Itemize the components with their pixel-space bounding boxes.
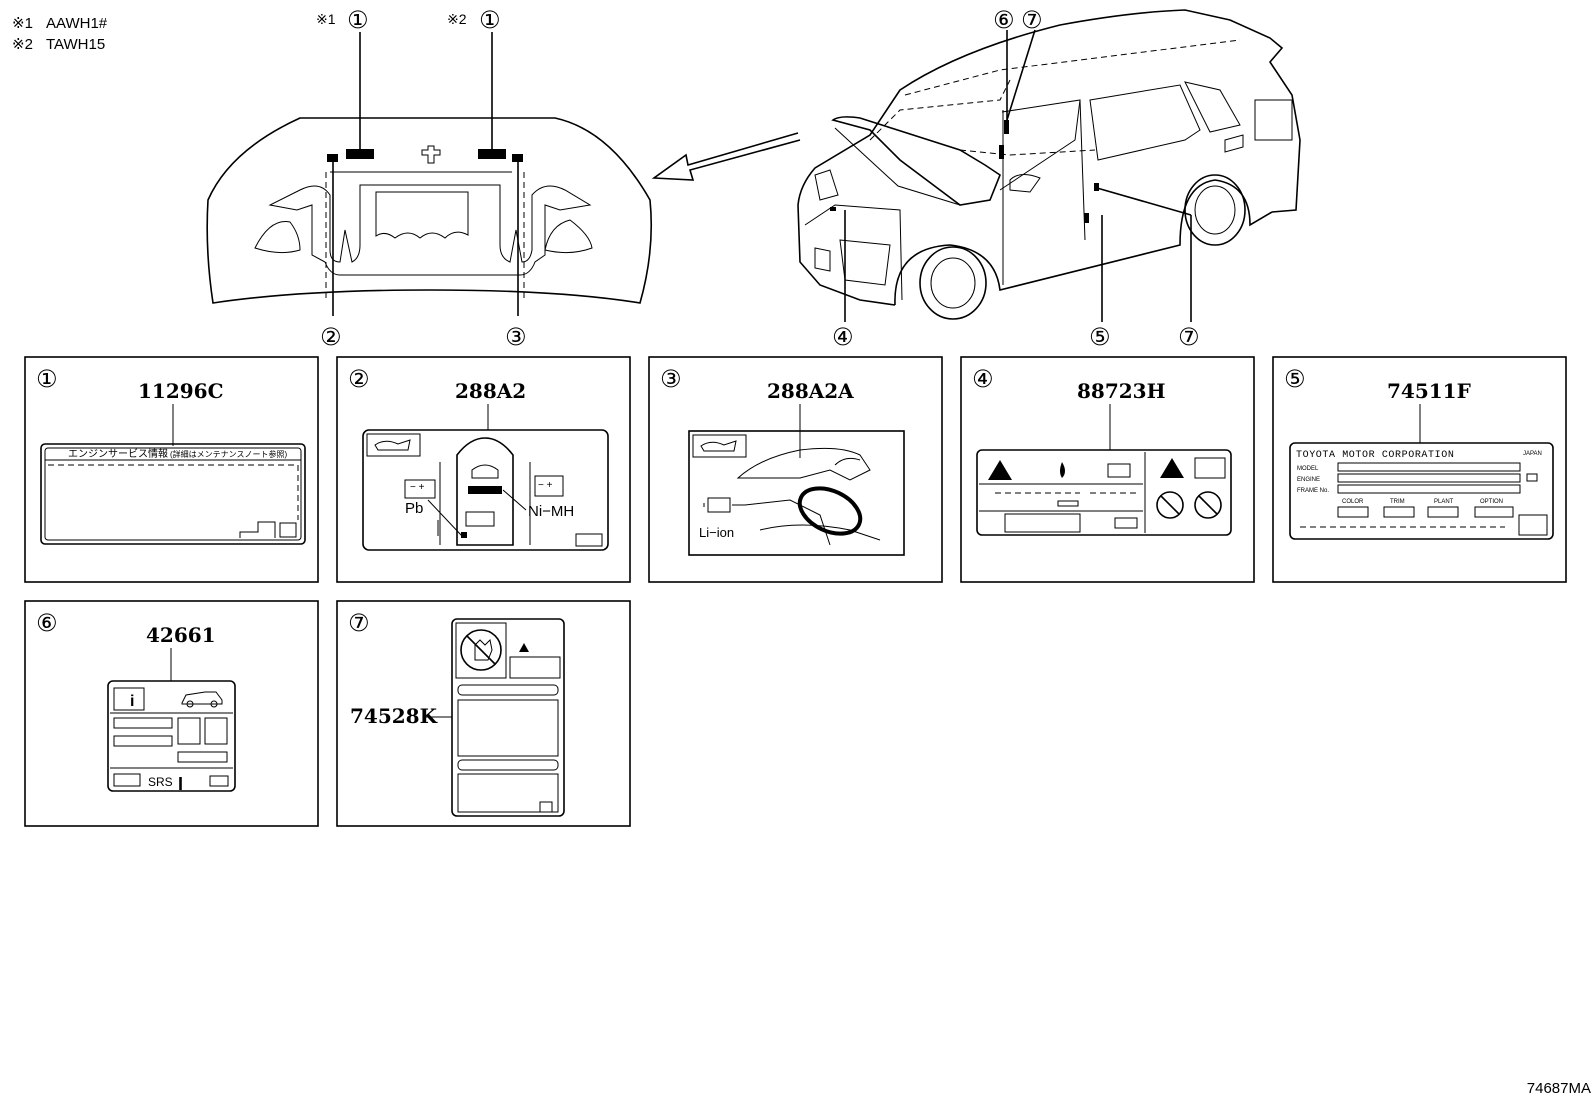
panel-3: ③ 288A2A Li−ion (648, 356, 943, 583)
panel-1-part-number: 11296C (138, 379, 224, 403)
callout-7b: ⑦ (1178, 323, 1200, 351)
svg-text:I: I (178, 774, 183, 794)
panel-1-number: ① (36, 365, 58, 393)
hood-callouts: ※1 ① ※2 ① ② ③ (316, 6, 527, 351)
panel-5-company: TOYOTA MOTOR CORPORATION (1296, 450, 1454, 461)
callout-5: ⑤ (1089, 323, 1111, 351)
panel-5-field-engine: ENGINE (1297, 477, 1320, 483)
panel-5-country: JAPAN (1523, 451, 1542, 457)
svg-text:− +: − + (410, 482, 425, 493)
panel-3-part-number: 288A2A (767, 379, 854, 403)
panel-4: ④ 88723H (960, 356, 1255, 583)
diagram-code: 74687MA (1527, 1080, 1591, 1097)
model-notes: ※1 AAWH1# ※2 TAWH15 (12, 15, 108, 53)
panel-3-number: ③ (660, 365, 682, 393)
callout-1b: ① (479, 6, 501, 34)
panel-1: ① 11296C エンジンサービス情報 (詳細はメンテナンスノート参照) (24, 356, 319, 583)
note-2-mark: ※2 (12, 36, 33, 53)
panel-5-col-option: OPTION (1480, 499, 1503, 505)
panel-6-part-number: 42661 (146, 623, 216, 647)
panel-1-label-title: エンジンサービス情報 (68, 447, 168, 460)
note-2-text: TAWH15 (46, 36, 105, 53)
vehicle-drawing (797, 9, 1301, 322)
panel-5-number: ⑤ (1284, 365, 1306, 393)
callout-mark-1: ※1 (316, 11, 336, 27)
svg-text:− +: − + (538, 480, 553, 491)
direction-arrow (651, 132, 801, 181)
callout-mark-2: ※2 (447, 11, 467, 27)
panel-5: ⑤ 74511F TOYOTA MOTOR CORPORATION JAPAN … (1272, 356, 1567, 583)
callout-4: ④ (832, 323, 854, 351)
note-1-mark: ※1 (12, 15, 33, 32)
panel-4-part-number: 88723H (1077, 379, 1165, 403)
panel-6: ⑥ 42661 i SRS I (24, 600, 319, 827)
panel-5-field-model: MODEL (1297, 466, 1319, 472)
panel-5-col-color: COLOR (1342, 499, 1364, 505)
panel-7: ⑦ 74528K (336, 600, 631, 827)
panel-5-col-plant: PLANT (1434, 499, 1454, 505)
panel-7-part-number: 74528K (350, 704, 438, 728)
callout-3: ③ (505, 323, 527, 351)
note-1-text: AAWH1# (46, 15, 108, 32)
callout-7: ⑦ (1021, 6, 1043, 34)
panel-2-battery-pb: Pb (405, 500, 423, 517)
svg-text:i: i (130, 693, 134, 710)
panel-6-number: ⑥ (36, 609, 58, 637)
callout-1a: ① (347, 6, 369, 34)
panel-5-col-trim: TRIM (1390, 499, 1405, 505)
panel-5-part-number: 74511F (1387, 379, 1471, 403)
panel-2-battery-nimh: Ni−MH (528, 503, 574, 520)
hood-drawing (206, 32, 653, 316)
panel-6-srs: SRS (148, 775, 173, 789)
panel-4-number: ④ (972, 365, 994, 393)
panel-7-number: ⑦ (348, 609, 370, 637)
panel-2-number: ② (348, 365, 370, 393)
panel-2-part-number: 288A2 (455, 379, 526, 403)
vehicle-callouts: ⑥ ⑦ ④ ⑤ ⑦ (832, 6, 1200, 351)
panel-1-label-note: (詳細はメンテナンスノート参照) (170, 449, 288, 459)
panel-5-field-frame: FRAME No. (1297, 488, 1329, 494)
panel-2: ② 288A2 − + Pb − + Ni−MH (336, 356, 631, 583)
callout-2: ② (320, 323, 342, 351)
panel-3-battery-liion: Li−ion (699, 525, 734, 540)
callout-6: ⑥ (993, 6, 1015, 34)
